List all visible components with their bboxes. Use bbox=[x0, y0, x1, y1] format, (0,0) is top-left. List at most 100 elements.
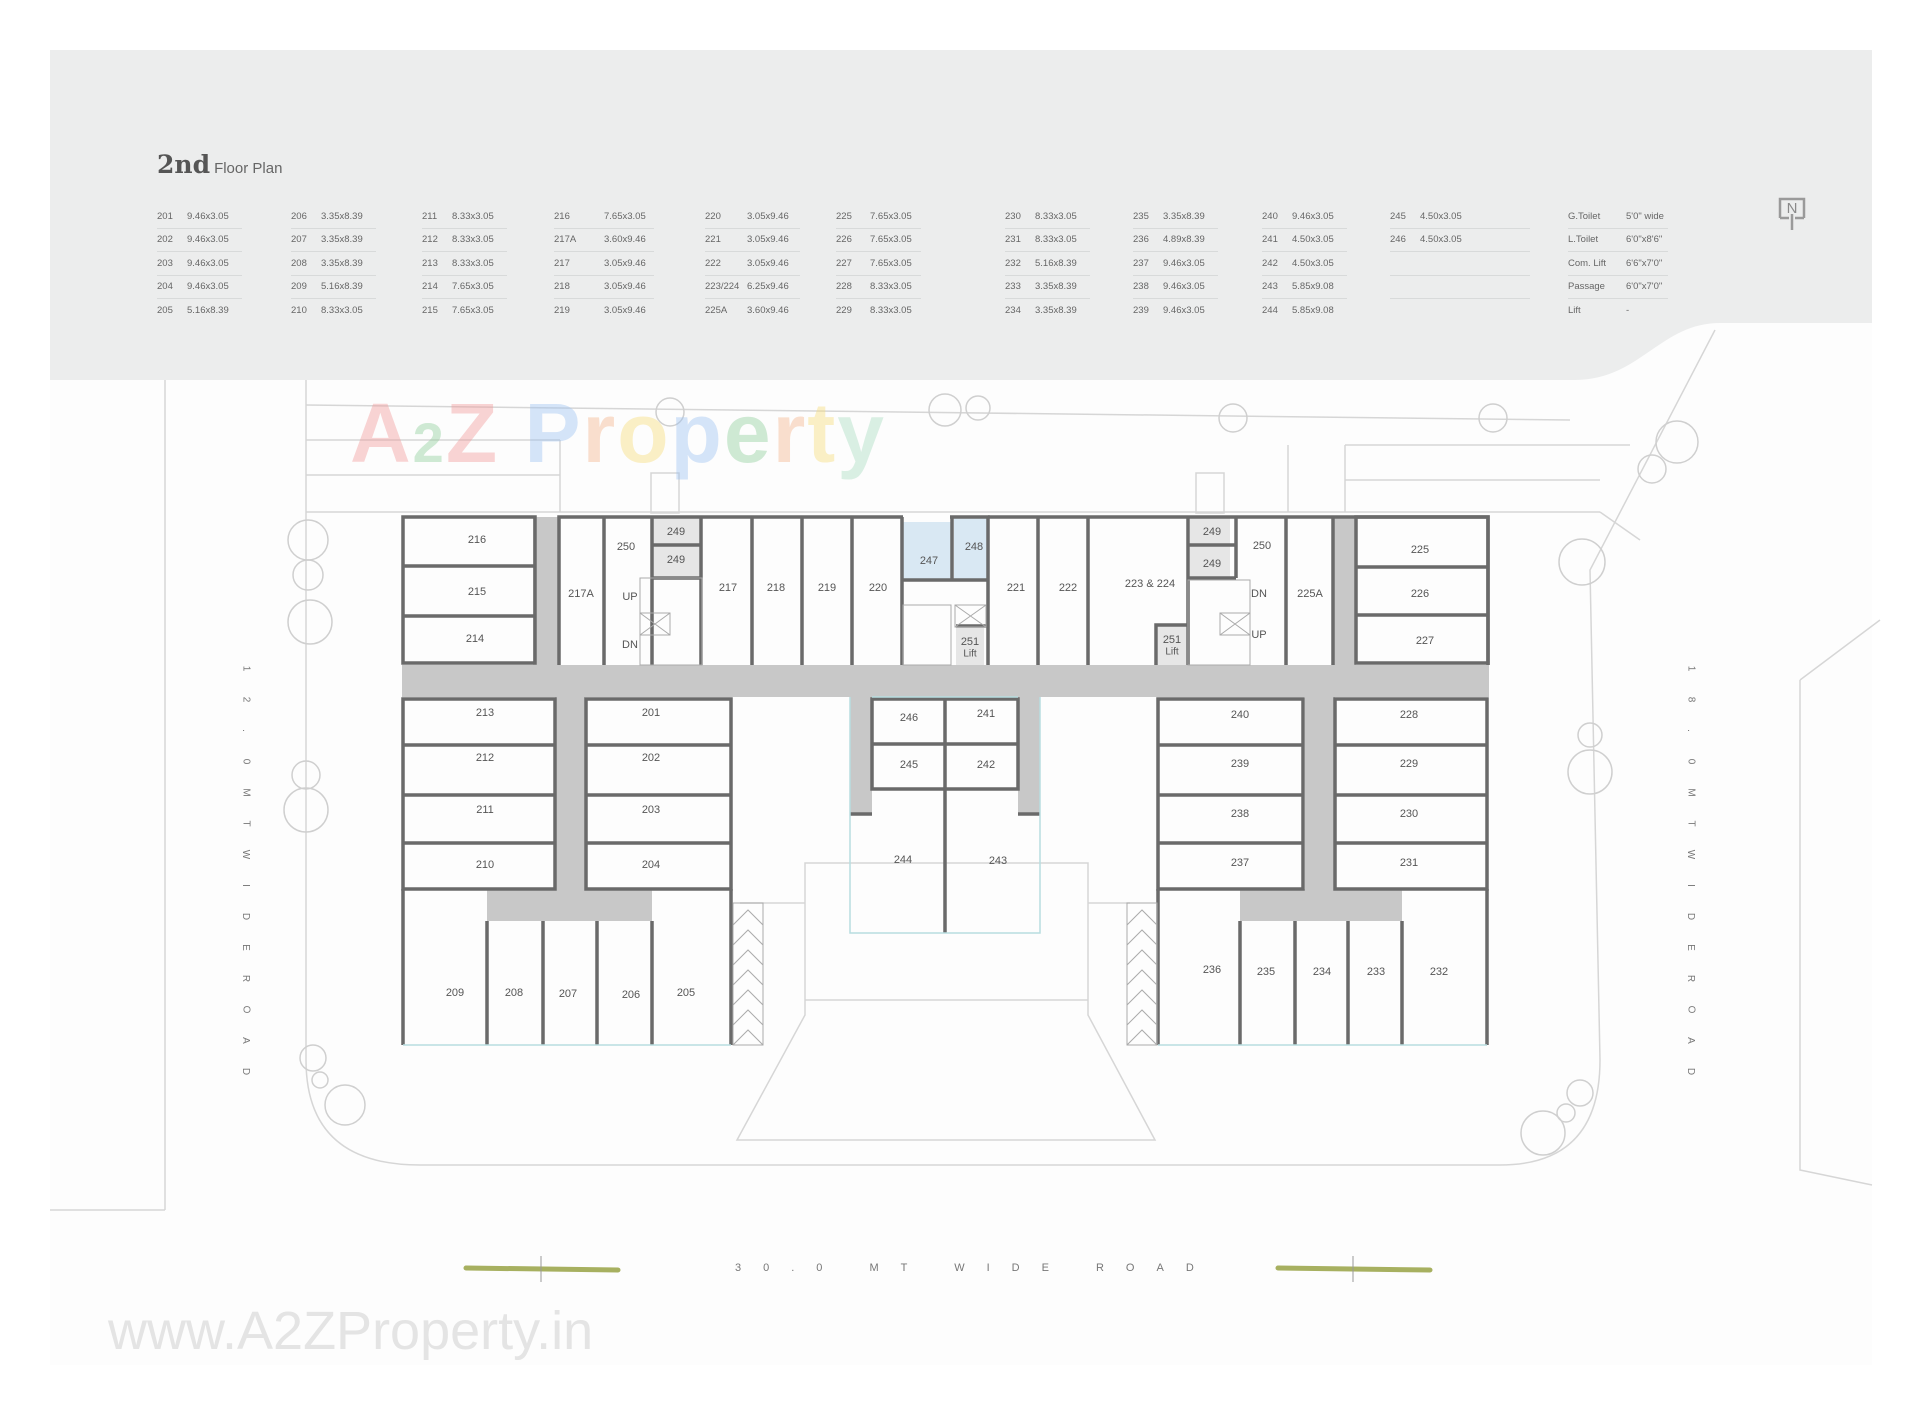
unit-size: 7.65x3.05 bbox=[452, 281, 494, 293]
unit-size: 8.33x3.05 bbox=[321, 304, 363, 316]
unit-number: 205 bbox=[157, 304, 173, 316]
a2z-watermark-logo: A2Z Property bbox=[350, 385, 886, 482]
watermark-letter: A bbox=[350, 386, 413, 480]
unit-214: 214 bbox=[466, 633, 484, 645]
unit-number: 221 bbox=[705, 234, 721, 246]
road-label-char: D bbox=[1685, 912, 1697, 921]
north-arrow-icon: N bbox=[1778, 197, 1806, 230]
stair-down-label: DN bbox=[1251, 588, 1267, 600]
road-label-char: . bbox=[1685, 729, 1697, 732]
watermark-letter: t bbox=[807, 386, 838, 480]
unit-number: 216 bbox=[554, 210, 570, 222]
unit-217: 217 bbox=[719, 582, 737, 594]
unit-size: 4.50x3.05 bbox=[1420, 210, 1462, 222]
unit-number: 206 bbox=[291, 210, 307, 222]
unit-size: 6'0"x7'0" bbox=[1626, 281, 1663, 293]
area-table-row bbox=[1390, 276, 1530, 299]
road-label-char: M bbox=[240, 788, 252, 797]
unit-size: 8.33x3.05 bbox=[870, 304, 912, 316]
unit-size: 8.33x3.05 bbox=[1035, 210, 1077, 222]
unit-size: 9.46x3.05 bbox=[187, 281, 229, 293]
area-table-row bbox=[1390, 299, 1530, 322]
unit-226: 226 bbox=[1411, 588, 1429, 600]
unit-220: 220 bbox=[869, 582, 887, 594]
unit-232: 232 bbox=[1430, 966, 1448, 978]
unit-number: 225A bbox=[705, 304, 728, 316]
unit-number: 213 bbox=[422, 257, 438, 269]
road-label-char: E bbox=[1685, 944, 1697, 951]
road-label-char: W bbox=[1685, 849, 1697, 860]
area-table-row: 202 9.46x3.05 bbox=[157, 229, 242, 252]
svg-text:N: N bbox=[1787, 200, 1798, 217]
unit-number: 219 bbox=[554, 304, 570, 316]
unit-size: 3.35x8.39 bbox=[1035, 304, 1077, 316]
unit-241: 241 bbox=[977, 708, 995, 720]
unit-number: 233 bbox=[1005, 281, 1021, 293]
unit-size: 3.35x8.39 bbox=[321, 234, 363, 246]
unit-size: 8.33x3.05 bbox=[452, 257, 494, 269]
road-label-char: R bbox=[1685, 974, 1697, 983]
unit-size: 9.46x3.05 bbox=[1163, 281, 1205, 293]
stair-down-label: DN bbox=[622, 639, 638, 651]
unit-size: 8.33x3.05 bbox=[1035, 234, 1077, 246]
site-boundary bbox=[50, 329, 1881, 1211]
unit-size: 7.65x3.05 bbox=[452, 304, 494, 316]
unit-242: 242 bbox=[977, 759, 995, 771]
unit-217a: 217A bbox=[568, 588, 594, 600]
watermark-letter: p bbox=[670, 386, 724, 480]
unit-221: 221 bbox=[1007, 582, 1025, 594]
unit-number: 201 bbox=[157, 210, 173, 222]
unit-size: 4.50x3.05 bbox=[1292, 234, 1334, 246]
unit-size: 3.05x9.46 bbox=[747, 234, 789, 246]
unit-number: 242 bbox=[1262, 257, 1278, 269]
unit-size: 7.65x3.05 bbox=[604, 210, 646, 222]
road-label-char: O bbox=[1685, 1005, 1697, 1014]
unit-201: 201 bbox=[642, 707, 660, 719]
unit-249: 249 bbox=[1203, 558, 1221, 570]
unit-size: 9.46x3.05 bbox=[187, 234, 229, 246]
watermark-letter: P bbox=[524, 386, 583, 480]
unit-215: 215 bbox=[468, 586, 486, 598]
unit-number: 202 bbox=[157, 234, 173, 246]
unit-246: 246 bbox=[900, 712, 918, 724]
unit-size: 3.05x9.46 bbox=[747, 210, 789, 222]
unit-number: 214 bbox=[422, 281, 438, 293]
building: 216 215 214 217A 250 249 249 UP DN 217 2… bbox=[401, 515, 1490, 1046]
unit-249: 249 bbox=[667, 554, 685, 566]
unit-204: 204 bbox=[642, 859, 660, 871]
unit-number: 220 bbox=[705, 210, 721, 222]
unit-size: 6.25x9.46 bbox=[747, 281, 789, 293]
unit-size: 3.60x9.46 bbox=[747, 304, 789, 316]
unit-225a: 225A bbox=[1297, 588, 1323, 600]
page-title: 2nd Floor Plan bbox=[157, 150, 282, 179]
unit-202: 202 bbox=[642, 752, 660, 764]
unit-number: Lift bbox=[1568, 304, 1581, 316]
header-band bbox=[50, 50, 1872, 380]
unit-size: 3.05x9.46 bbox=[604, 304, 646, 316]
unit-209: 209 bbox=[446, 987, 464, 999]
unit-number: 226 bbox=[836, 234, 852, 246]
